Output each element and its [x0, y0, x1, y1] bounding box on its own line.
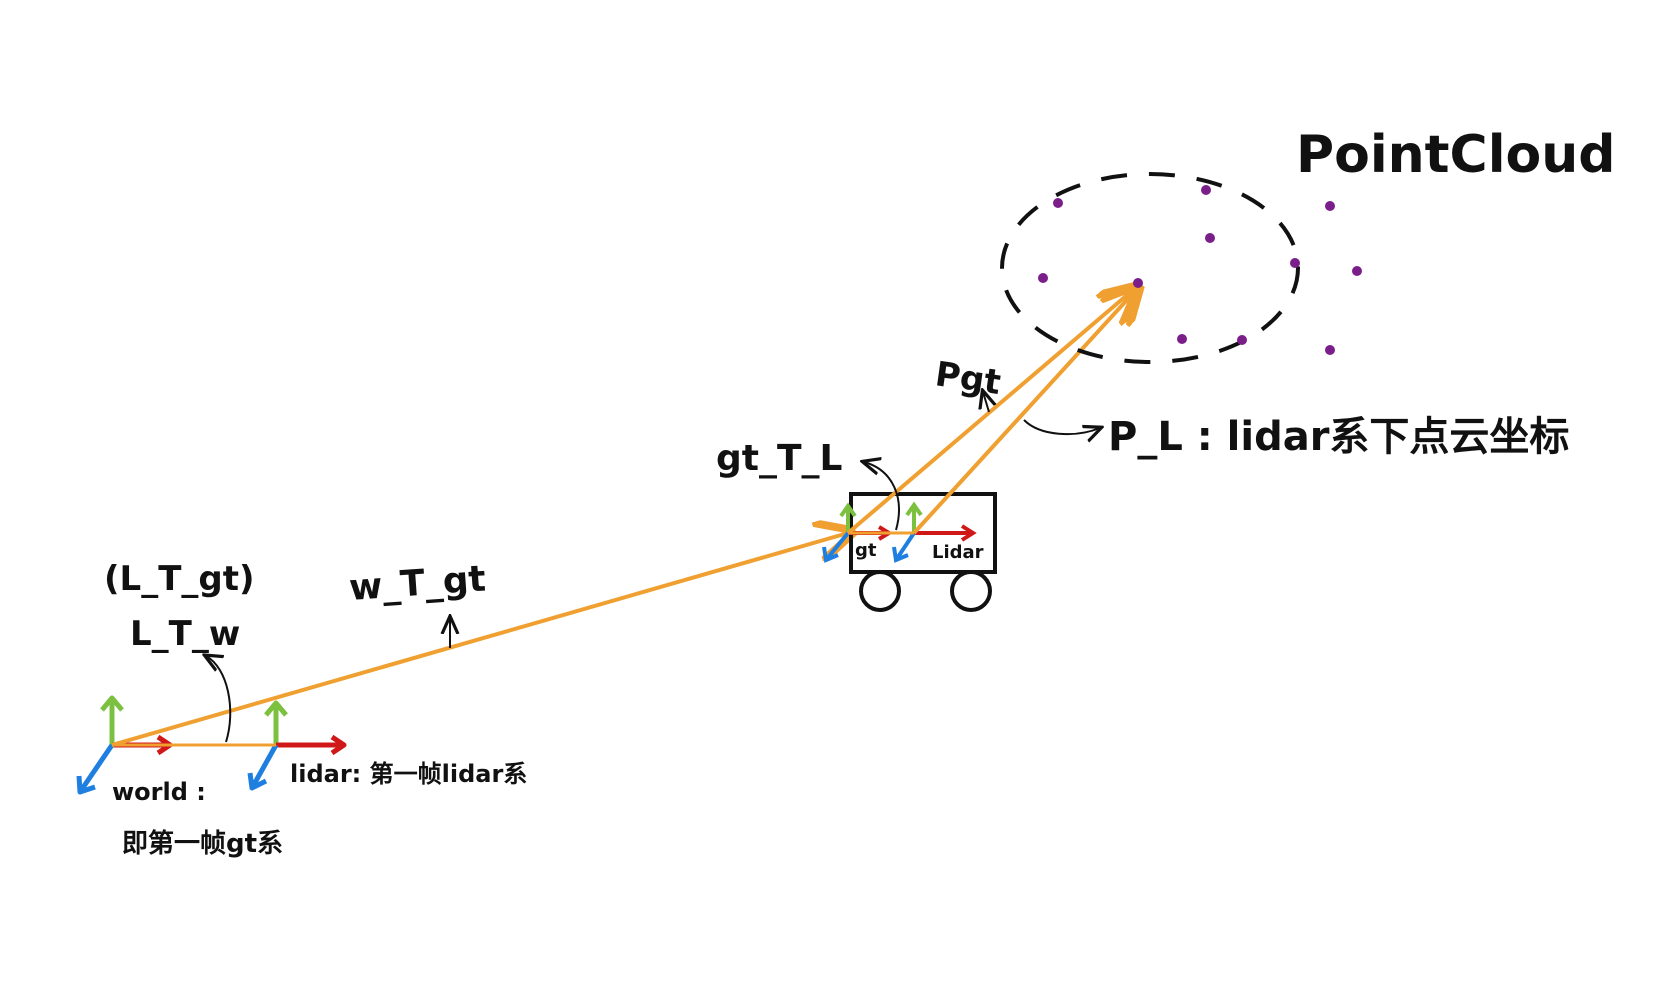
point-cloud-boundary — [1000, 172, 1300, 364]
car-lidar-label: Lidar — [932, 542, 984, 563]
gt-T-l-leader — [864, 462, 900, 531]
pgt-leader — [983, 392, 989, 413]
car-gt-label: gt — [855, 540, 877, 561]
first-lidar-frame — [247, 700, 347, 791]
pl-leader — [1023, 419, 1100, 434]
world-label: world : — [112, 778, 206, 806]
l-T-w-label: L_T_w — [130, 614, 240, 654]
first-lidar-label: lidar: 第一帧lidar系 — [290, 760, 527, 788]
w-T-gt-arrow — [111, 533, 848, 747]
w-T-gt-label: w_T_gt — [348, 559, 487, 609]
l-T-w-leader — [206, 656, 232, 743]
point-cloud-points — [1038, 185, 1362, 355]
pgt-label: Pgt — [933, 354, 1003, 403]
world-note-label: 即第一帧gt系 — [122, 828, 283, 859]
pl-label: P_L : lidar系下点云坐标 — [1108, 414, 1569, 460]
pgt-arrow — [846, 290, 1133, 535]
point-cloud-label: PointCloud — [1296, 125, 1616, 185]
l-T-gt-label: (L_T_gt) — [104, 559, 255, 599]
pl-arrow — [912, 290, 1136, 535]
vehicle — [849, 492, 997, 612]
gt-T-l-label: gt_T_L — [716, 438, 842, 479]
lidar-frame — [892, 501, 977, 563]
